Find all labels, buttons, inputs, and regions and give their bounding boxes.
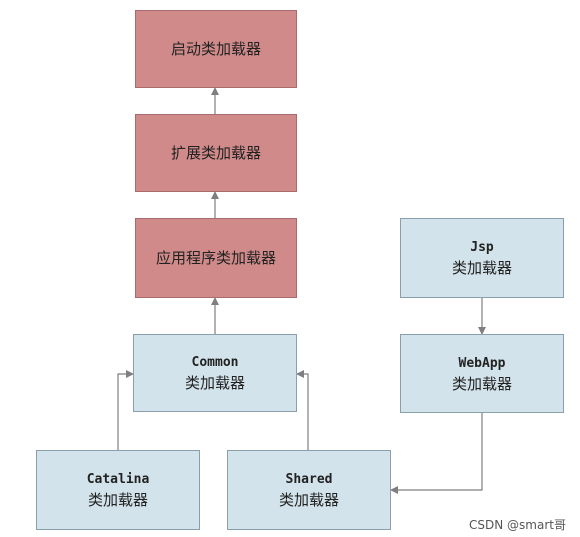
catalina-classloader-name: Catalina — [86, 472, 150, 487]
jsp-classloader-box: Jsp 类加载器 — [400, 218, 564, 298]
catalina-classloader-box: Catalina 类加载器 — [36, 450, 200, 530]
bootstrap-classloader-box: 启动类加载器 — [135, 10, 297, 88]
edge-catalina-to-common — [117, 370, 134, 450]
extension-classloader-box: 扩展类加载器 — [135, 114, 297, 192]
common-classloader-box: Common 类加载器 — [133, 334, 297, 412]
jsp-classloader-label: 类加载器 — [451, 259, 512, 277]
extension-classloader-label: 扩展类加载器 — [170, 144, 261, 162]
bootstrap-classloader-label: 启动类加载器 — [170, 40, 261, 58]
application-classloader-label: 应用程序类加载器 — [155, 249, 276, 267]
catalina-classloader-label: 类加载器 — [87, 491, 148, 509]
webapp-classloader-label: 类加载器 — [451, 374, 512, 393]
jsp-classloader-name: Jsp — [470, 240, 494, 255]
common-classloader-label: 类加载器 — [184, 374, 245, 392]
shared-classloader-box: Shared 类加载器 — [227, 450, 391, 530]
webapp-classloader-box: WebApp 类加载器 — [400, 334, 564, 413]
edge-webapp-to-shared — [390, 413, 483, 494]
application-classloader-box: 应用程序类加载器 — [135, 218, 297, 298]
edge-shared-to-common — [296, 370, 309, 450]
webapp-classloader-name: WebApp — [458, 355, 506, 371]
shared-classloader-name: Shared — [285, 472, 333, 487]
common-classloader-name: Common — [191, 355, 239, 370]
shared-classloader-label: 类加载器 — [278, 491, 339, 509]
watermark: CSDN @smart哥 — [469, 518, 566, 532]
